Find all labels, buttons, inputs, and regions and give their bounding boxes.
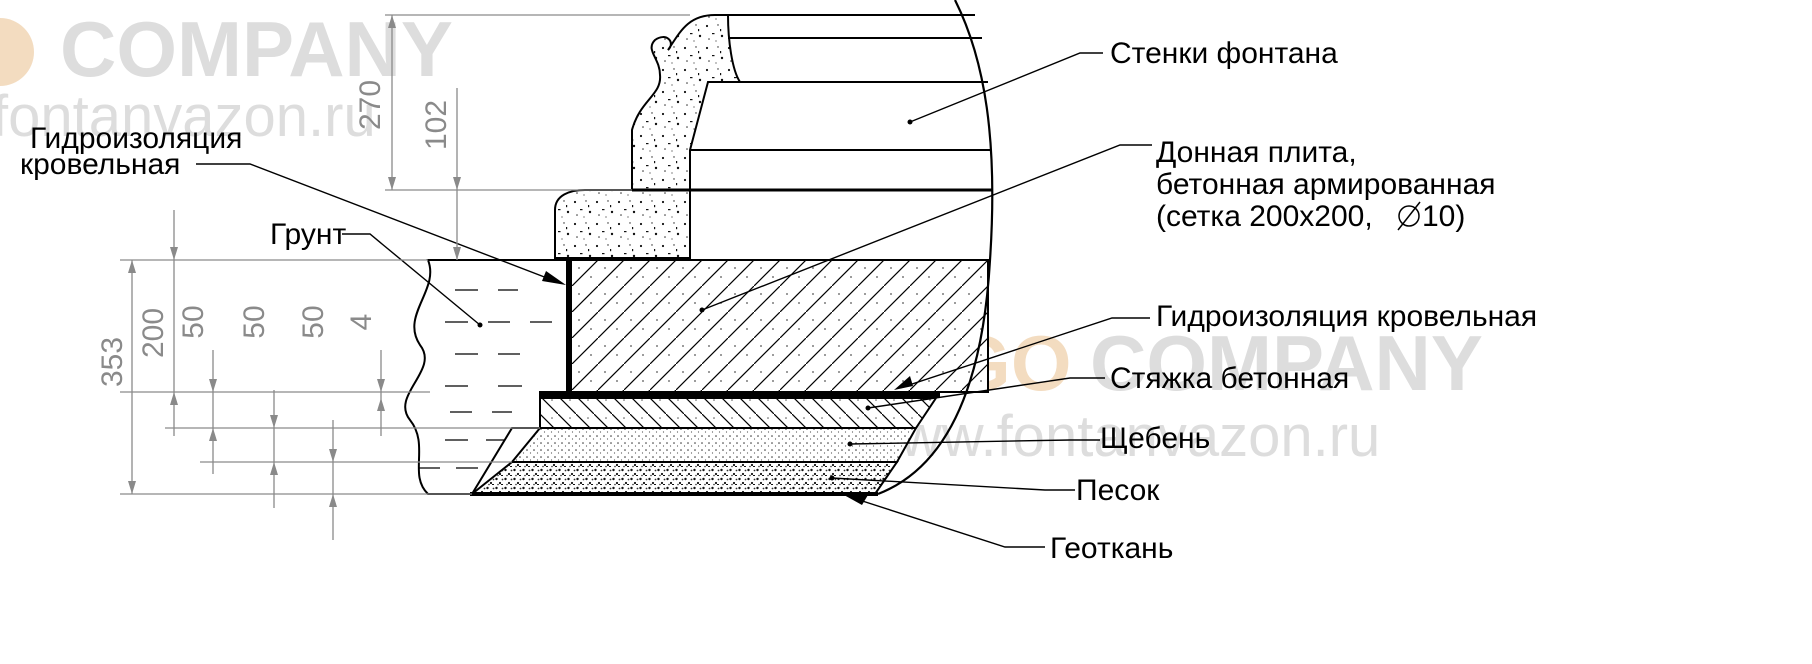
- label-walls: Стенки фонтана: [1110, 37, 1338, 70]
- label-base-slab-1: Донная плита,: [1156, 136, 1357, 169]
- dim-wall-step: 102: [420, 100, 453, 150]
- label-waterproofing-right: Гидроизоляция кровельная: [1156, 300, 1537, 333]
- dim-sand: 50: [297, 305, 330, 338]
- label-gravel: Щебень: [1100, 422, 1210, 455]
- waterproofing-horizontal: [540, 392, 940, 398]
- watermark-site-top: fontanvazon.ru: [0, 84, 376, 149]
- dimension-lines: [120, 14, 690, 540]
- watermark-right: TAGO COMPANY www.fontanvazon.ru: [852, 319, 1483, 469]
- label-geotextile: Геоткань: [1050, 532, 1173, 565]
- label-waterproofing-left-1: Гидроизоляция: [30, 122, 242, 155]
- fountain-wall: [554, 0, 994, 496]
- diameter-icon: [1397, 201, 1421, 231]
- dim-slab: 200: [137, 308, 170, 358]
- dim-gravel: 50: [238, 305, 271, 338]
- dim-screed: 50: [177, 305, 210, 338]
- watermark-company-right: COMPANY: [1090, 319, 1483, 407]
- base-slab: [569, 259, 989, 393]
- watermark-company-top: COMPANY: [60, 5, 453, 93]
- dim-total: 353: [96, 337, 129, 387]
- label-soil: Грунт: [270, 218, 346, 251]
- label-base-slab-3a: (сетка 200х200,: [1156, 200, 1373, 233]
- dimension-arrows: [128, 15, 461, 507]
- waterproofing-vertical: [566, 260, 572, 392]
- leader-arrows: [477, 119, 913, 505]
- label-screed: Стяжка бетонная: [1110, 362, 1349, 395]
- label-base-slab-2: бетонная армированная: [1156, 168, 1496, 201]
- dim-waterproofing: 4: [345, 314, 378, 331]
- gravel-layer: [509, 427, 918, 463]
- watermark-top-left: COMPANY fontanvazon.ru: [0, 5, 453, 149]
- break-line: [877, 0, 994, 496]
- screed-layer: [539, 397, 938, 429]
- dim-wall-height: 270: [354, 80, 387, 130]
- label-base-slab-3b: 10): [1422, 200, 1465, 233]
- label-waterproofing-left-2: кровельная: [20, 148, 180, 181]
- label-sand: Песок: [1076, 474, 1160, 507]
- watermark-logo-icon: [0, 18, 34, 86]
